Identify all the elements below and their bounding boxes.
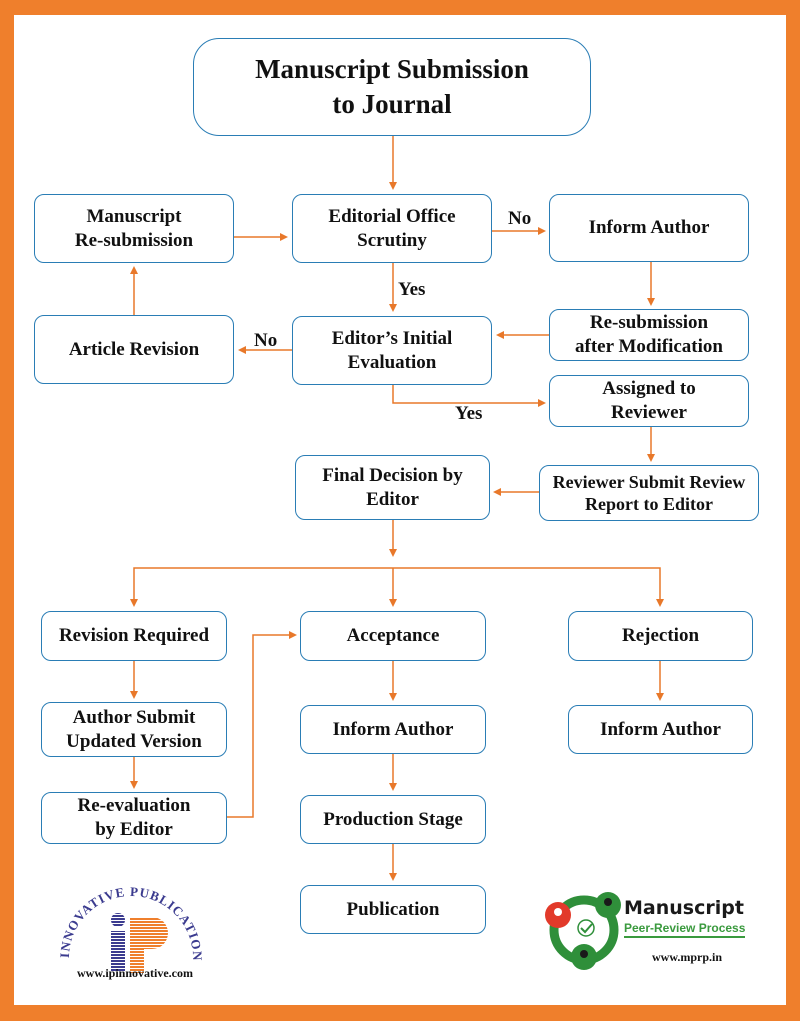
node-manuscript-resubmission: Manuscript Re-submission xyxy=(34,194,234,263)
node-re-evaluation-by-editor: Re-evaluation by Editor xyxy=(41,792,227,844)
node-editors-initial-evaluation: Editor’s Initial Evaluation xyxy=(292,316,492,385)
edge-label-scrutiny-yes: Yes xyxy=(398,279,426,300)
edge-branch-rejection xyxy=(393,567,664,607)
ip-logo: INNOVATIVE PUBLICATION xyxy=(57,884,204,973)
edge-branch-revision xyxy=(130,567,393,607)
mprp-subtitle: Peer-Review Process xyxy=(624,921,746,938)
node-author-submit-updated-version: Author Submit Updated Version xyxy=(41,702,227,757)
node-editorial-office-scrutiny: Editorial Office Scrutiny xyxy=(292,194,492,263)
ip-website: www.ipinnovative.com xyxy=(76,966,193,980)
node-final-decision-by-editor: Final Decision by Editor xyxy=(295,455,490,520)
mprp-title: Manuscript xyxy=(624,897,744,919)
edge-reeval-acceptance xyxy=(227,631,297,818)
edge-label-eval-yes: Yes xyxy=(455,403,483,424)
node-article-revision: Article Revision xyxy=(34,315,234,384)
node-manuscript-submission: Manuscript Submission to Journal xyxy=(193,38,591,136)
node-inform-author-reject: Inform Author xyxy=(568,705,753,754)
node-acceptance: Acceptance xyxy=(300,611,486,661)
node-inform-author-no: Inform Author xyxy=(549,194,749,262)
node-publication: Publication xyxy=(300,885,486,934)
mprp-logo-mark xyxy=(545,892,621,970)
node-resubmission-after-modification: Re-submission after Modification xyxy=(549,309,749,361)
edge-label-eval-no: No xyxy=(254,330,278,351)
node-assigned-to-reviewer: Assigned to Reviewer xyxy=(549,375,749,427)
edge-label-scrutiny-no: No xyxy=(508,208,532,229)
node-inform-author-accept: Inform Author xyxy=(300,705,486,754)
node-reviewer-submit-report: Reviewer Submit Review Report to Editor xyxy=(539,465,759,521)
node-revision-required: Revision Required xyxy=(41,611,227,661)
node-production-stage: Production Stage xyxy=(300,795,486,844)
edge-eval-assigned xyxy=(392,385,546,407)
mprp-website: www.mprp.in xyxy=(652,950,723,964)
node-rejection: Rejection xyxy=(568,611,753,661)
